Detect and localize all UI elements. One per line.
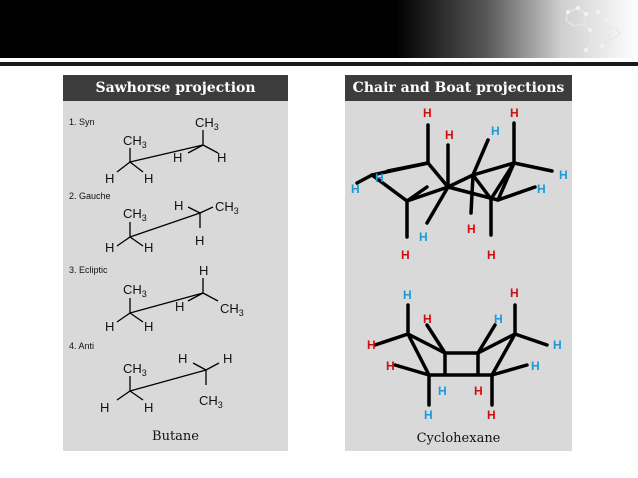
label-anti: 4. Anti: [69, 341, 94, 351]
cyclohexane-caption: Cyclohexane: [416, 431, 501, 446]
svg-text:H: H: [467, 222, 476, 236]
svg-text:H: H: [175, 299, 184, 314]
label-ecliptic: 3. Ecliptic: [69, 265, 108, 275]
svg-text:H: H: [105, 319, 114, 334]
sawhorse-diagram: 1. Syn 2. Gauche 3. Ecliptic 4. Anti CH3…: [69, 115, 244, 415]
svg-text:CH3: CH3: [199, 393, 223, 410]
svg-text:CH3: CH3: [123, 133, 147, 150]
svg-text:H: H: [474, 384, 483, 398]
svg-text:H: H: [423, 312, 432, 326]
chair-boat-panel: Chair and Boat projections H H H H: [345, 75, 572, 451]
top-banner: [0, 0, 638, 58]
svg-text:H: H: [178, 351, 187, 366]
boat-conformer: H H H H H H H H H H H H: [367, 286, 562, 422]
sawhorse-panel: Sawhorse projection 1. Syn 2. Gauche 3. …: [63, 75, 288, 451]
svg-text:H: H: [144, 400, 153, 415]
svg-text:H: H: [531, 359, 540, 373]
svg-text:H: H: [494, 312, 503, 326]
svg-text:H: H: [419, 230, 428, 244]
syn-conformer: CH3 CH3 H H H H: [105, 115, 226, 186]
butane-caption: Butane: [152, 429, 199, 444]
svg-text:H: H: [223, 351, 232, 366]
svg-text:CH3: CH3: [123, 206, 147, 223]
svg-text:H: H: [438, 384, 447, 398]
svg-text:H: H: [553, 338, 562, 352]
sawhorse-title: Sawhorse projection: [63, 75, 288, 101]
chair-conformer: H H H H H H H H H H H H: [351, 106, 568, 262]
cyclohexane-diagram: H H H H H H H H H H H H: [351, 106, 568, 422]
chair-boat-title: Chair and Boat projections: [345, 75, 572, 101]
molecule-logo-icon: [565, 6, 621, 55]
anti-conformer: CH3 H H CH3 H H: [100, 351, 232, 415]
svg-text:H: H: [367, 338, 376, 352]
svg-text:H: H: [403, 288, 412, 302]
svg-text:H: H: [487, 408, 496, 422]
svg-text:CH3: CH3: [215, 199, 239, 216]
svg-text:H: H: [195, 233, 204, 248]
svg-text:H: H: [144, 319, 153, 334]
svg-text:CH3: CH3: [195, 115, 219, 132]
svg-text:CH3: CH3: [123, 361, 147, 378]
svg-text:H: H: [510, 286, 519, 300]
label-gauche: 2. Gauche: [69, 191, 111, 201]
gauche-conformer: CH3 H CH3 H H H: [105, 198, 239, 255]
svg-text:H: H: [144, 171, 153, 186]
svg-text:H: H: [375, 171, 384, 185]
svg-text:CH3: CH3: [220, 301, 244, 318]
label-syn: 1. Syn: [69, 117, 95, 127]
svg-text:H: H: [559, 168, 568, 182]
svg-text:H: H: [423, 106, 432, 120]
svg-text:H: H: [491, 124, 500, 138]
svg-text:CH3: CH3: [123, 282, 147, 299]
svg-text:H: H: [386, 359, 395, 373]
svg-text:H: H: [100, 400, 109, 415]
svg-text:H: H: [217, 150, 226, 165]
svg-text:H: H: [351, 182, 360, 196]
svg-text:H: H: [424, 408, 433, 422]
ecliptic-conformer: CH3 H H CH3 H H: [105, 263, 244, 334]
banner-rule: [0, 62, 638, 66]
svg-text:H: H: [174, 198, 183, 213]
svg-text:H: H: [537, 182, 546, 196]
svg-text:H: H: [401, 248, 410, 262]
svg-text:H: H: [144, 240, 153, 255]
svg-text:H: H: [487, 248, 496, 262]
svg-text:H: H: [510, 106, 519, 120]
svg-text:H: H: [105, 171, 114, 186]
svg-text:H: H: [105, 240, 114, 255]
svg-text:H: H: [199, 263, 208, 278]
svg-text:H: H: [173, 150, 182, 165]
svg-text:H: H: [445, 128, 454, 142]
